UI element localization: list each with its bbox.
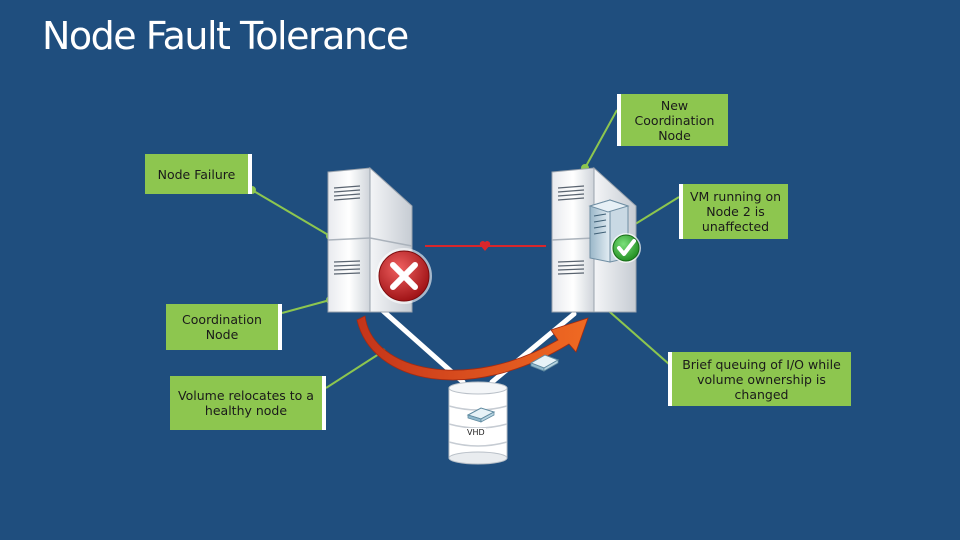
disk-icon (466, 407, 496, 423)
heart-icon (479, 241, 491, 251)
callout-text: Node Failure (157, 166, 236, 182)
relocate-arrow (356, 315, 589, 381)
heartbeat-link (425, 241, 546, 251)
relocate-arrow-body (356, 315, 589, 381)
callout-node-failure: Node Failure (145, 154, 252, 194)
callout-text: VM running on Node 2 is unaffected (689, 189, 782, 234)
check-circle-icon (611, 233, 641, 263)
callout-vm-running: VM running on Node 2 is unaffected (679, 184, 788, 239)
vhd-label: VHD (466, 428, 486, 437)
callout-coordination-node: Coordination Node (166, 304, 282, 350)
leader-vm-running (631, 196, 680, 227)
disk-icon (529, 354, 560, 372)
callout-text: Brief queuing of I/O while volume owners… (682, 356, 841, 402)
leader-new-coordination (584, 109, 618, 169)
callout-text: Volume relocates to a healthy node (178, 388, 314, 418)
callout-brief-queuing: Brief queuing of I/O while volume owners… (668, 352, 851, 406)
x-circle-icon (376, 248, 432, 304)
leader-volume-relocates (325, 351, 383, 389)
callout-text: Coordination Node (182, 312, 262, 342)
callout-new-coordination-node: New Coordination Node (617, 94, 728, 146)
storage-cylinder (448, 381, 508, 465)
server-node-1 (327, 166, 413, 313)
callout-volume-relocates: Volume relocates to a healthy node (170, 376, 326, 430)
callout-text: New Coordination Node (634, 97, 715, 143)
leader-node-failure (251, 189, 331, 237)
slide-title: Node Fault Tolerance (42, 14, 409, 58)
leader-coordination (281, 299, 331, 314)
